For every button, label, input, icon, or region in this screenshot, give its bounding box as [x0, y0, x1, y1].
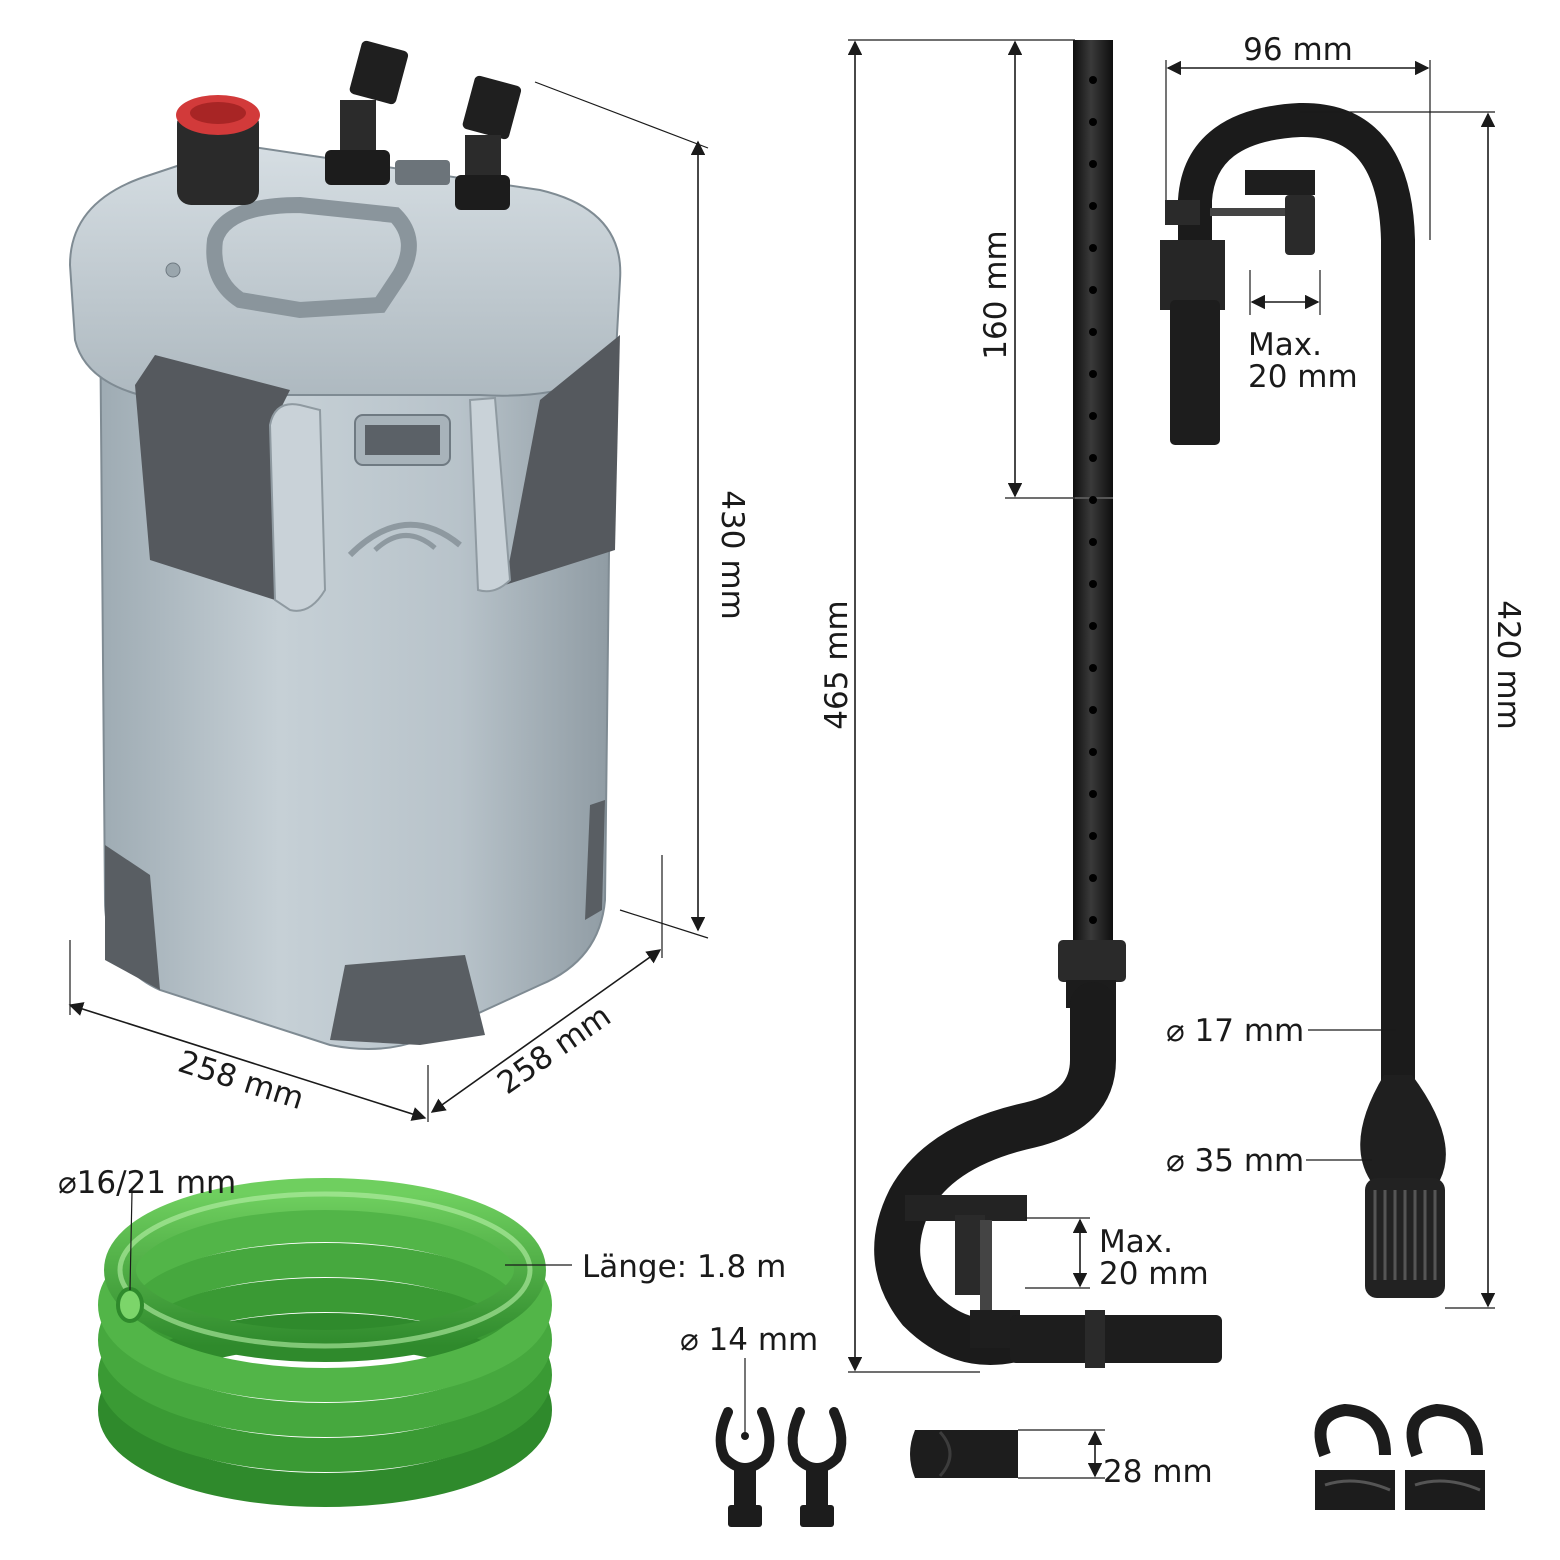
lid-handle: [206, 196, 417, 319]
pipe-coupling: [1058, 940, 1126, 982]
spray-hole: [1089, 832, 1097, 840]
spray-hole: [1089, 538, 1097, 546]
right-latch: [468, 396, 512, 593]
strainer-slots: [1373, 1190, 1437, 1280]
hose-diameter-label: ⌀16/21 mm: [58, 1165, 236, 1201]
hose-length-label: Länge: 1.8 m: [582, 1249, 786, 1285]
status-led: [165, 262, 181, 278]
spray-hole: [1089, 118, 1097, 126]
intake-tube: [1178, 102, 1415, 1097]
intake-clamp: [1160, 170, 1315, 310]
hose-clamp-left: [1314, 1403, 1395, 1510]
outflow-clamp: [905, 1195, 1027, 1348]
intake-height-label: 420 mm: [1490, 600, 1526, 729]
connector-right: [455, 75, 522, 210]
spray-segment-label: 160 mm: [978, 230, 1014, 359]
priming-knob: [177, 110, 259, 205]
intake-pipe-diameter-label: ⌀ 17 mm: [1166, 1013, 1304, 1049]
connector-left: [325, 40, 409, 185]
intake-clamp-max-label: Max.: [1248, 327, 1322, 363]
pipe-clip-right: [787, 1407, 847, 1527]
intake-outlet: [1170, 300, 1220, 445]
spray-hole: [1089, 580, 1097, 588]
outflow-dimension-lines: [847, 39, 1090, 1373]
spray-hole: [1089, 496, 1097, 504]
hose-coil: [98, 1178, 552, 1507]
foot-front: [330, 955, 485, 1045]
spray-hole: [1089, 286, 1097, 294]
left-dark-panel: [135, 355, 290, 600]
spray-hole: [1089, 874, 1097, 882]
strainer-head: [1360, 1075, 1446, 1180]
canister-filter: [68, 40, 622, 1050]
foot-left: [105, 845, 160, 990]
intake-pipe: [1160, 102, 1446, 1298]
spray-hole: [1089, 454, 1097, 462]
outflow-clamp-max-value: 20 mm: [1099, 1256, 1209, 1292]
spray-hole: [1089, 790, 1097, 798]
outflow-bend: [874, 982, 1116, 1365]
spray-hole: [1089, 622, 1097, 630]
intake-dimension-lines: [1165, 60, 1496, 1309]
spray-hole: [1089, 748, 1097, 756]
spray-hole: [1089, 370, 1097, 378]
spray-hole: [1089, 412, 1097, 420]
clip-diameter-label: ⌀ 14 mm: [680, 1322, 818, 1358]
flat-nozzle: [910, 1430, 1018, 1478]
spray-hole: [1089, 664, 1097, 672]
outflow-nozzle: [1010, 1315, 1222, 1363]
intake-width-label: 96 mm: [1243, 32, 1353, 68]
foot-right: [585, 800, 605, 920]
spray-hole: [1089, 244, 1097, 252]
hose-clamp-right: [1405, 1403, 1485, 1510]
spray-hole: [1089, 202, 1097, 210]
outflow-length-label: 465 mm: [819, 600, 855, 729]
hose-end: [116, 1287, 144, 1323]
right-dark-panel: [505, 335, 620, 585]
spray-bar: [1073, 40, 1113, 945]
spray-hole: [1089, 328, 1097, 336]
intake-clamp-max-value: 20 mm: [1248, 359, 1358, 395]
valve-lever: [395, 160, 450, 185]
spray-hole: [1089, 76, 1097, 84]
strainer-diameter-label: ⌀ 35 mm: [1166, 1143, 1304, 1179]
filter-width-label: 258 mm: [174, 1044, 308, 1117]
pipe-clip-left: [715, 1407, 775, 1527]
spray-hole: [1089, 160, 1097, 168]
filter-height-label: 430 mm: [714, 490, 750, 619]
filter-dimension-lines: [68, 81, 709, 1122]
outflow-clamp-max-label: Max.: [1099, 1224, 1173, 1260]
left-latch: [268, 403, 327, 612]
spray-hole: [1089, 706, 1097, 714]
spray-hole: [1089, 916, 1097, 924]
nozzle-size-label: 28 mm: [1103, 1454, 1213, 1490]
filter-depth-label: 258 mm: [491, 998, 618, 1102]
wave-logo: [347, 521, 462, 558]
